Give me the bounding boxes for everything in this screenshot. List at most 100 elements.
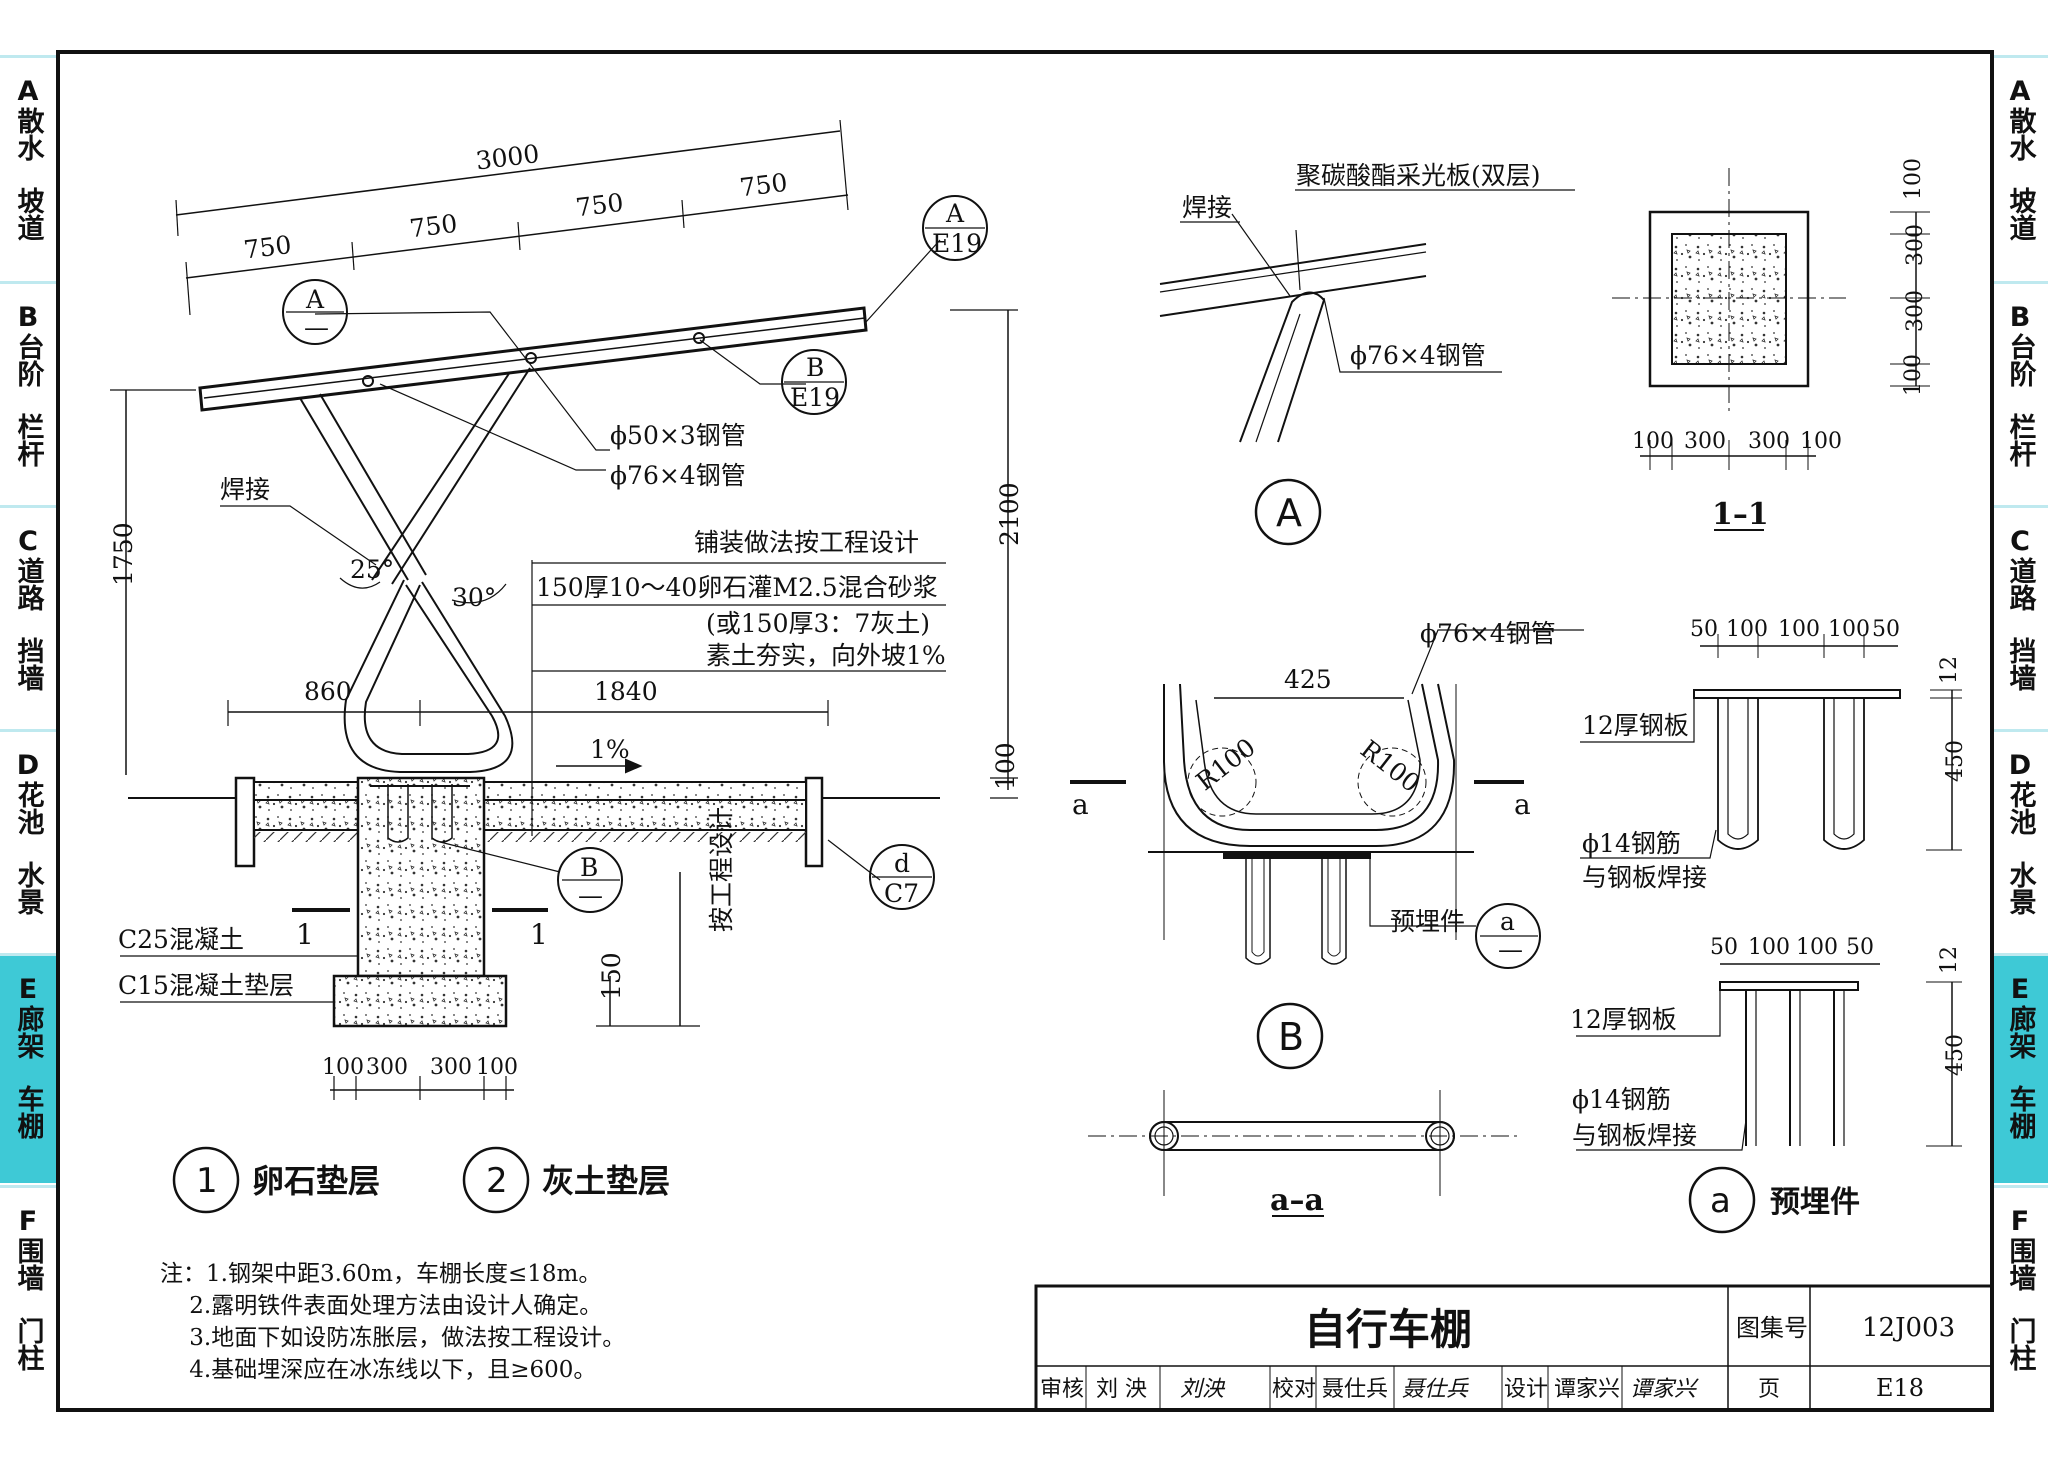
tab-letter: F — [2010, 1206, 2030, 1237]
tab-B-left[interactable]: B 台阶 栏杆 — [0, 281, 56, 503]
tab-top: 花池 — [12, 781, 44, 835]
paving-title: 铺装做法按工程设计 — [694, 528, 919, 557]
steel-tube-x — [299, 397, 409, 581]
main-elevation — [110, 119, 1018, 1214]
tab-letter: B — [17, 302, 39, 333]
embed-ref-circle — [1475, 903, 1541, 969]
dim-150: 150 — [597, 952, 626, 1000]
dim-seg-4: 750 — [738, 168, 789, 203]
dim-bottom-1: 100 — [322, 1055, 364, 1080]
embed-plate-1: 12厚钢板 — [1582, 711, 1689, 740]
tab-bottom: 挡墙 — [12, 637, 44, 691]
tab-B-right[interactable]: B 台阶 栏杆 — [1992, 281, 2048, 503]
paving-line-2: (或150厚3：7灰土) — [706, 609, 930, 638]
legend-1-num: 1 — [196, 1161, 218, 1201]
tab-bottom: 门柱 — [12, 1317, 44, 1371]
s11-bottom-3: 300 — [1748, 429, 1790, 454]
embed-label-circle — [1688, 1166, 1756, 1234]
purlin-dot — [362, 375, 374, 387]
paving-line-1: 150厚10～40卵石灌M2.5混合砂浆 — [536, 573, 938, 602]
sheet-frame — [56, 50, 1994, 1412]
callout-A-top: A — [305, 285, 325, 314]
check-sig: 聂仕兵 — [1402, 1377, 1469, 1402]
embed-label-num: a — [1710, 1181, 1731, 1221]
embed-bar-2: 与钢板焊接 — [1582, 863, 1707, 892]
paving-line-3: 素土夯实，向外坡1% — [706, 641, 946, 670]
design-name: 谭家兴 — [1554, 1377, 1620, 1402]
embed-mid-3: 100 — [1796, 935, 1838, 960]
tab-E-right[interactable]: E 廊架 车棚 — [1992, 953, 2048, 1183]
angle-30: 30° — [452, 583, 496, 612]
tab-bottom: 水景 — [12, 861, 44, 915]
title-block — [1034, 1284, 1994, 1412]
detailA-pipe: ϕ76×4钢管 — [1350, 341, 1486, 370]
per-design: 按工程设计 — [707, 807, 736, 932]
tab-D-right[interactable]: D 花池 水景 — [1992, 729, 2048, 951]
cut-1-right: 1 — [530, 918, 548, 951]
detailB-cut-left: a — [1072, 788, 1089, 821]
steel-tube-loop — [343, 579, 514, 773]
tab-bottom: 栏杆 — [12, 413, 44, 467]
s11-right-4: 100 — [1901, 354, 1926, 396]
dim-bottom-2: 300 — [366, 1055, 408, 1080]
s11-bottom-2: 300 — [1684, 429, 1726, 454]
check-name: 聂仕兵 — [1322, 1377, 1388, 1402]
title-main: 自行车棚 — [1304, 1305, 1472, 1354]
dim-seg-3: 750 — [574, 188, 625, 223]
dim-bottom-4: 100 — [476, 1055, 518, 1080]
review-label: 审核 — [1040, 1377, 1084, 1402]
check-label: 校对 — [1272, 1377, 1316, 1402]
dim-1750: 1750 — [109, 522, 138, 586]
dim-1840: 1840 — [594, 677, 658, 706]
tab-top: 散水 — [2004, 107, 2036, 161]
design-label: 设计 — [1504, 1377, 1548, 1402]
embed-dim-450a: 450 — [1943, 740, 1968, 782]
detail-B — [1070, 629, 1584, 1070]
embed-mid-2: 100 — [1748, 935, 1790, 960]
tab-bottom: 挡墙 — [2004, 637, 2036, 691]
note-1: 注：1.钢架中距3.60m，车棚长度≤18m。 — [160, 1261, 602, 1287]
tab-F-right[interactable]: F 围墙 门柱 — [1992, 1185, 2048, 1407]
tab-letter: D — [16, 750, 40, 781]
tab-D-left[interactable]: D 花池 水景 — [0, 729, 56, 951]
pipe-76-label: ϕ76×4钢管 — [610, 461, 746, 490]
tab-bottom: 门柱 — [2004, 1317, 2036, 1371]
tab-C-right[interactable]: C 道路 挡墙 — [1992, 505, 2048, 727]
tab-C-left[interactable]: C 道路 挡墙 — [0, 505, 56, 727]
tab-top: 散水 — [12, 107, 44, 161]
embed-mid-1: 50 — [1710, 935, 1738, 960]
embed-bar-4: 与钢板焊接 — [1572, 1121, 1697, 1150]
detailB-embed-ref-bot: — — [1498, 935, 1523, 964]
legend-2-num: 2 — [486, 1161, 508, 1201]
tab-top: 道路 — [2004, 557, 2036, 611]
detail-A-label-circle — [1254, 478, 1322, 546]
section-1-1 — [1612, 168, 1930, 531]
embed-top-1: 50 — [1690, 617, 1718, 642]
angle-25: 25° — [350, 555, 394, 584]
concrete-pad — [332, 974, 508, 1028]
detailB-r-right: R100 — [1355, 734, 1425, 798]
s11-bottom-4: 100 — [1800, 429, 1842, 454]
tab-bottom: 车棚 — [2004, 1085, 2036, 1139]
dim-860: 860 — [304, 677, 352, 706]
concrete-column — [356, 776, 486, 978]
tab-top: 廊架 — [12, 1005, 44, 1059]
s11-right-3: 300 — [1903, 290, 1928, 332]
tab-letter: B — [2009, 302, 2031, 333]
tab-E-left[interactable]: E 廊架 车棚 — [0, 953, 56, 1183]
tab-top: 台阶 — [2004, 333, 2036, 387]
cut-1-left: 1 — [296, 918, 314, 951]
tab-top: 台阶 — [12, 333, 44, 387]
tab-A-right[interactable]: A 散水 坡道 — [1992, 55, 2048, 279]
detailB-dim-425: 425 — [1284, 665, 1332, 694]
callout-AE19-top: A — [945, 199, 965, 228]
tab-A-left[interactable]: A 散水 坡道 — [0, 55, 56, 279]
callout-B-E19 — [781, 349, 847, 415]
callout-AE19-bot: E19 — [932, 229, 982, 258]
tab-letter: C — [18, 526, 38, 557]
notes: 注：1.钢架中距3.60m，车棚长度≤18m。 2.露明铁件表面处理方法由设计人… — [160, 1258, 625, 1386]
detailB-pipe: ϕ76×4钢管 — [1420, 619, 1556, 648]
tab-F-left[interactable]: F 围墙 门柱 — [0, 1185, 56, 1407]
legend-2-label: 灰土垫层 — [542, 1162, 670, 1200]
c25-label: C25混凝土 — [118, 925, 244, 954]
